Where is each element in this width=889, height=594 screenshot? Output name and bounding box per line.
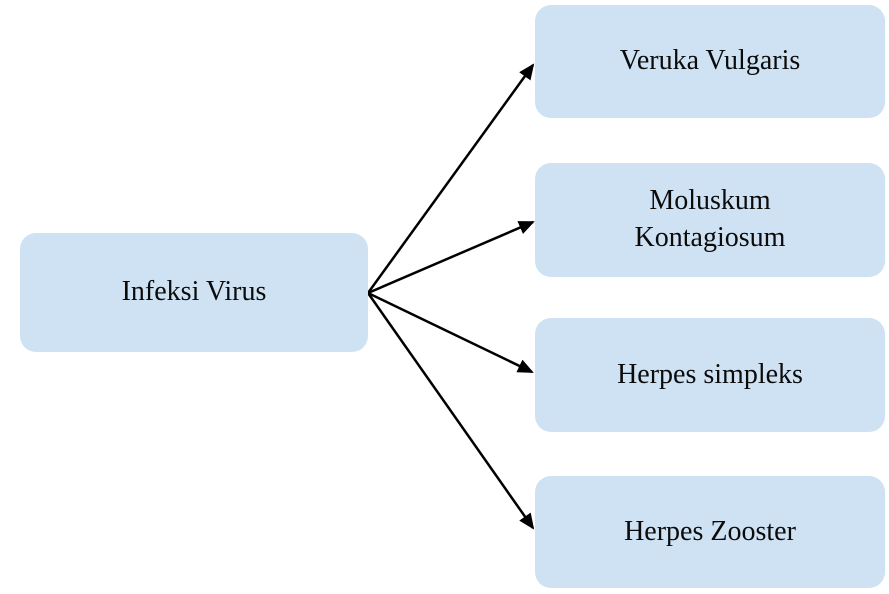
node-veruka-vulgaris-label: Veruka Vulgaris bbox=[619, 45, 801, 77]
node-herpes-zooster-label: Herpes Zooster bbox=[624, 515, 796, 547]
arrow-to-herpes-zooster bbox=[366, 292, 535, 530]
arrow-to-herpes-simpleks bbox=[367, 291, 534, 374]
node-moluskum-kontagiosum: Moluskum Kontagiosum bbox=[535, 163, 885, 277]
node-herpes-zooster: Herpes Zooster bbox=[535, 476, 885, 588]
node-herpes-simpleks-label: Herpes simpleks bbox=[617, 358, 803, 390]
node-moluskum-kontagiosum-label: Moluskum Kontagiosum bbox=[634, 185, 786, 253]
node-herpes-simpleks: Herpes simpleks bbox=[535, 318, 885, 432]
arrow-to-moluskum-kontagiosum bbox=[367, 220, 535, 295]
node-infeksi-virus: Infeksi Virus bbox=[20, 233, 368, 352]
node-infeksi-virus-label: Infeksi Virus bbox=[121, 276, 267, 308]
node-veruka-vulgaris: Veruka Vulgaris bbox=[535, 5, 885, 118]
arrow-to-veruka-vulgaris bbox=[366, 63, 535, 294]
